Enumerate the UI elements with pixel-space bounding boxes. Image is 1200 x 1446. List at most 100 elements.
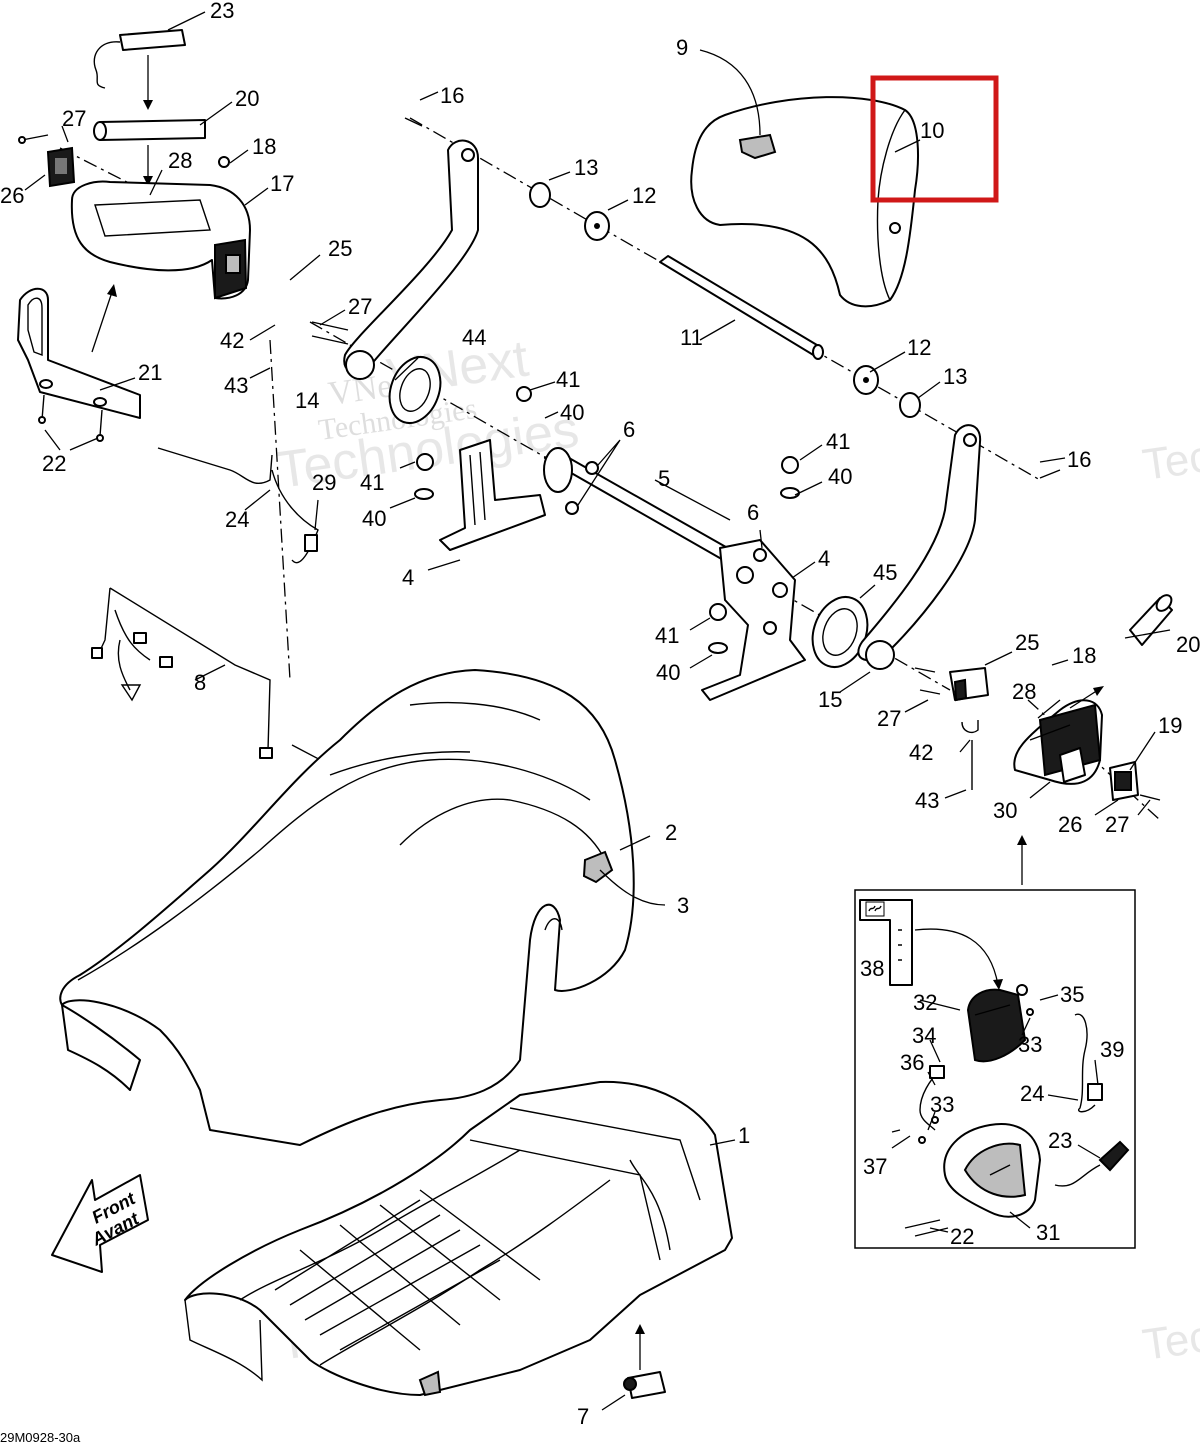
callout-27: 27 [62,106,86,131]
grip-module [966,988,1027,1063]
callout-43: 43 [224,373,248,398]
callout-7: 7 [577,1404,589,1429]
heat-label-strip [859,899,913,986]
callout-36: 36 [900,1050,924,1075]
callout-6: 6 [623,417,635,442]
heated-grip-detail-inset [854,835,1136,1249]
backrest-support-assembly [311,117,1061,701]
callout-27: 27 [1105,812,1129,837]
callout-32: 32 [913,990,937,1015]
seat-base [184,1080,733,1399]
callout-41: 41 [655,623,679,648]
backrest-arm-left [343,139,479,373]
highlight-box [870,75,999,203]
callout-25: 25 [1015,630,1039,655]
callout-13: 13 [943,364,967,389]
callout-22: 22 [950,1224,974,1249]
callout-13: 13 [574,155,598,180]
figure-reference: 29M0928-30a [0,1430,81,1445]
left-handle-assembly [17,29,251,442]
mount-bracket-right [701,539,806,701]
callout-40: 40 [362,506,386,531]
callout-leaders [24,11,1171,1411]
grip-left [99,119,206,141]
callout-1: 1 [738,1123,750,1148]
right-handle-assembly [949,594,1173,801]
callout-24: 24 [225,507,249,532]
callout-5: 5 [658,466,670,491]
callout-6: 6 [747,500,759,525]
seat-cover [59,669,635,1146]
handle-housing-left [70,180,251,300]
callout-28: 28 [168,148,192,173]
callout-33: 33 [1018,1032,1042,1057]
callout-2: 2 [665,820,677,845]
callout-41: 41 [556,367,580,392]
callout-21: 21 [138,360,162,385]
callout-16: 16 [440,83,464,108]
callout-12: 12 [632,183,656,208]
callout-30: 30 [993,798,1017,823]
callout-29: 29 [312,470,336,495]
callout-4: 4 [818,546,830,571]
front-arrow-shape [51,1174,149,1273]
callout-40: 40 [560,400,584,425]
callout-27: 27 [877,706,901,731]
callout-14: 14 [295,388,319,413]
heating-element-left [119,29,186,51]
callout-17: 17 [270,171,294,196]
callout-4: 4 [402,565,414,590]
callout-18: 18 [252,134,276,159]
callout-33: 33 [930,1092,954,1117]
watermark-text: Technologies [1140,1286,1200,1370]
callout-40: 40 [828,464,852,489]
mount-bracket-left [439,439,546,551]
callout-38: 38 [860,956,884,981]
callout-23: 23 [1048,1128,1072,1153]
bearing-ring-right [811,596,869,668]
callout-8: 8 [194,670,206,695]
backrest-assembly [529,96,921,418]
callout-16: 16 [1067,447,1091,472]
callout-26: 26 [0,183,24,208]
heater-harness [157,447,319,564]
callout-31: 31 [1036,1220,1060,1245]
callout-19: 19 [1158,713,1182,738]
callout-23: 23 [210,0,234,23]
callout-40: 40 [656,660,680,685]
callout-12: 12 [907,335,931,360]
callout-22: 22 [42,451,66,476]
wiring-harness [91,587,336,768]
callout-24: 24 [1020,1081,1044,1106]
front-direction-arrow: Front Avant [51,1174,149,1273]
callout-20: 20 [235,86,259,111]
backrest-arm-right [857,424,982,661]
callout-26: 26 [1058,812,1082,837]
callout-11: 11 [680,325,703,350]
callout-20: 20 [1176,632,1200,657]
callout-43: 43 [915,788,939,813]
callout-15: 15 [818,687,842,712]
callout-39: 39 [1100,1037,1124,1062]
watermark-text: Technologies [1140,406,1200,490]
callout-27: 27 [348,294,372,319]
callout-18: 18 [1072,643,1096,668]
seat-base-ribs [274,1189,541,1351]
callout-9: 9 [676,35,688,60]
seat-clip [627,1371,666,1399]
heating-element-right [1098,1140,1130,1172]
callout-41: 41 [826,429,850,454]
callout-44: 44 [462,325,486,350]
callout-10: 10 [920,118,944,143]
callout-42: 42 [220,328,244,353]
seat-base-body [184,1080,733,1396]
callout-45: 45 [873,560,897,585]
callout-28: 28 [1012,679,1036,704]
callout-3: 3 [677,893,689,918]
callout-34: 34 [912,1023,936,1048]
callout-41: 41 [360,470,384,495]
seat-cover-body [59,669,635,1146]
callout-35: 35 [1060,982,1084,1007]
